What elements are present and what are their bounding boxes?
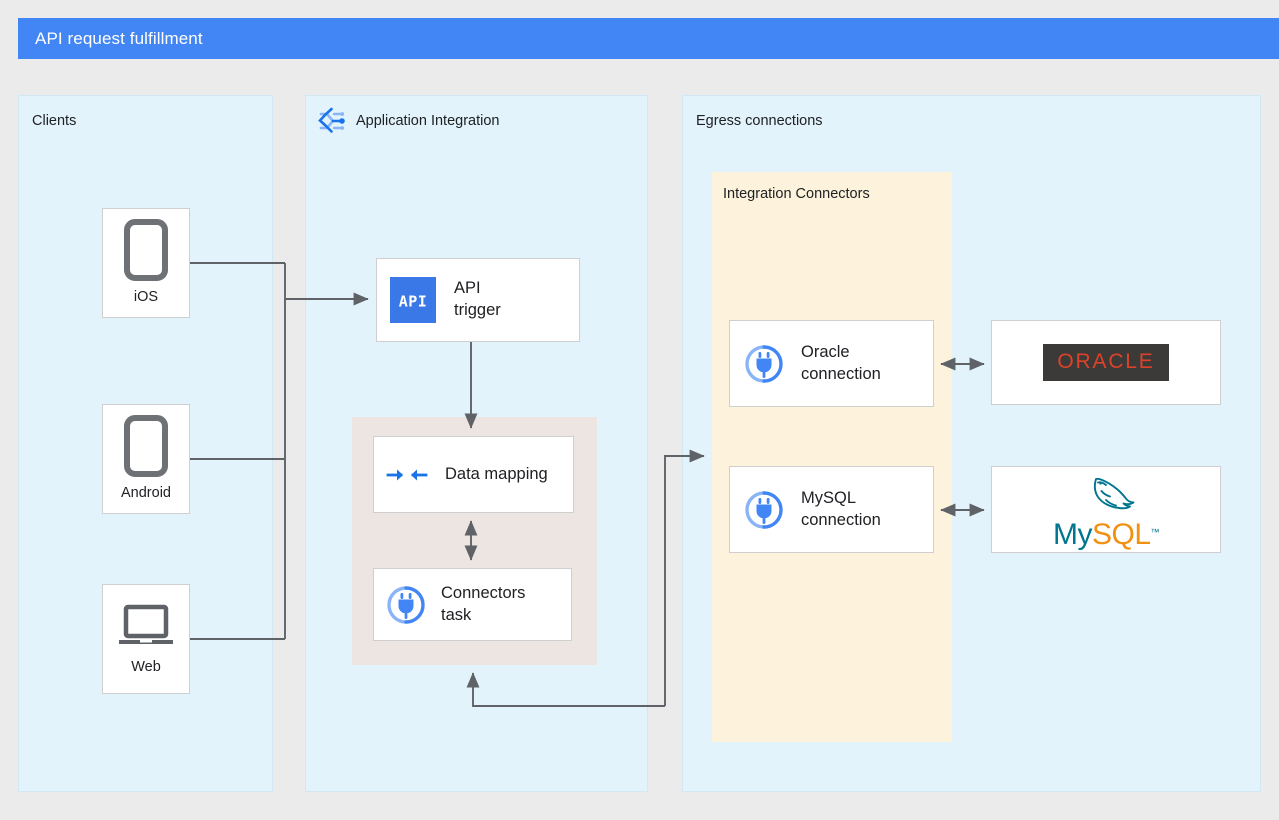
mysql-logo-text: MySQL™ [1052,517,1160,551]
node-label-oracle-connection: Oracle connection [801,342,881,383]
logo-card-oracle: ORACLE [991,320,1221,405]
oracle-logo-text: ORACLE [1057,350,1155,373]
logo-card-mysql: MySQL™ [991,466,1221,553]
group-label-integration-connectors: Integration Connectors [723,186,870,202]
connector-plug-icon [385,584,427,626]
client-node-ios[interactable]: iOS [102,208,190,318]
panel-label-application-integration: Application Integration [356,113,500,129]
mysql-trademark-symbol: ™ [1150,526,1160,537]
data-mapping-icon [385,458,429,492]
dolphin-icon [1058,470,1154,524]
node-connectors-task[interactable]: Connectors task [373,568,572,641]
node-label-data-mapping: Data mapping [445,464,548,483]
node-label-connectors-task: Connectors task [441,583,526,624]
group-integration-connectors [712,172,952,742]
client-node-web[interactable]: Web [102,584,190,694]
panel-label-clients: Clients [32,113,77,129]
mobile-phone-icon [123,414,169,477]
page-title: API request fulfillment [35,28,203,48]
diagram-title-bar: API request fulfillment [18,18,1279,59]
connector-plug-icon [743,489,785,531]
oracle-logo: ORACLE [1043,344,1169,381]
mysql-logo-text-primary: My [1052,517,1093,551]
node-mysql-connection[interactable]: MySQL connection [729,466,934,553]
api-trigger-icon: API [390,277,436,323]
client-label-ios: iOS [133,288,159,305]
svg-text:API: API [399,293,428,311]
laptop-icon [116,601,176,651]
node-label-mysql-connection: MySQL connection [801,488,881,529]
panel-label-egress-connections: Egress connections [696,113,823,129]
connector-plug-icon [743,343,785,385]
node-api-trigger[interactable]: API API trigger [376,258,580,342]
mysql-logo: MySQL™ [1053,470,1159,550]
node-data-mapping[interactable]: Data mapping [373,436,574,513]
node-oracle-connection[interactable]: Oracle connection [729,320,934,407]
mysql-logo-text-secondary: SQL [1091,517,1151,551]
client-label-android: Android [121,484,171,501]
mobile-phone-icon [123,218,169,281]
client-node-android[interactable]: Android [102,404,190,514]
client-label-web: Web [131,658,161,675]
application-integration-icon [317,106,347,136]
node-label-api-trigger: API trigger [454,279,501,319]
